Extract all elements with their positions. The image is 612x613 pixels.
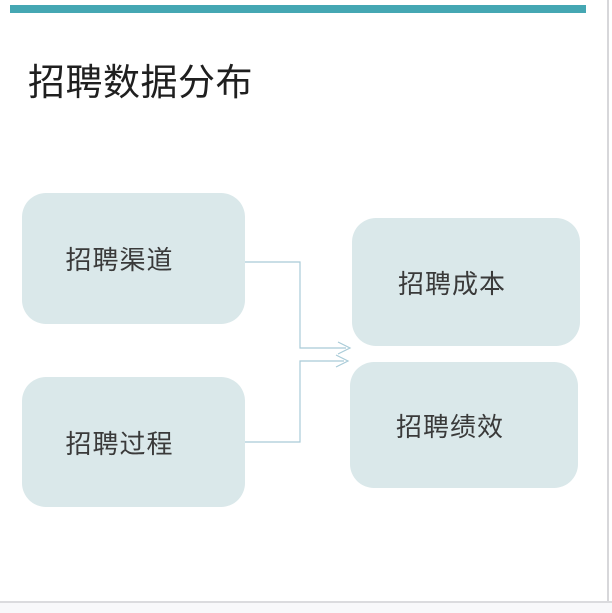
- node-recruitment-process[interactable]: 招聘过程: [22, 377, 245, 507]
- arrowhead-cost: [337, 341, 352, 355]
- edge-channels-to-cost: [245, 261, 346, 349]
- node-recruitment-channels[interactable]: 招聘渠道: [22, 193, 245, 324]
- node-label: 招聘渠道: [65, 245, 174, 275]
- page-right-edge-line: [607, 0, 609, 602]
- edge-process-to-performance: [245, 360, 344, 443]
- page-bottom-edge-line: [0, 601, 612, 613]
- page-title: 招聘数据分布: [28, 63, 253, 104]
- node-label: 招聘成本: [397, 268, 506, 299]
- node-label: 招聘过程: [65, 428, 174, 459]
- node-recruitment-performance[interactable]: 招聘绩效: [350, 362, 578, 488]
- arrowhead-performance: [335, 354, 350, 368]
- node-recruitment-cost[interactable]: 招聘成本: [352, 218, 580, 346]
- node-label: 招聘绩效: [395, 411, 504, 442]
- top-accent-bar: [10, 5, 586, 13]
